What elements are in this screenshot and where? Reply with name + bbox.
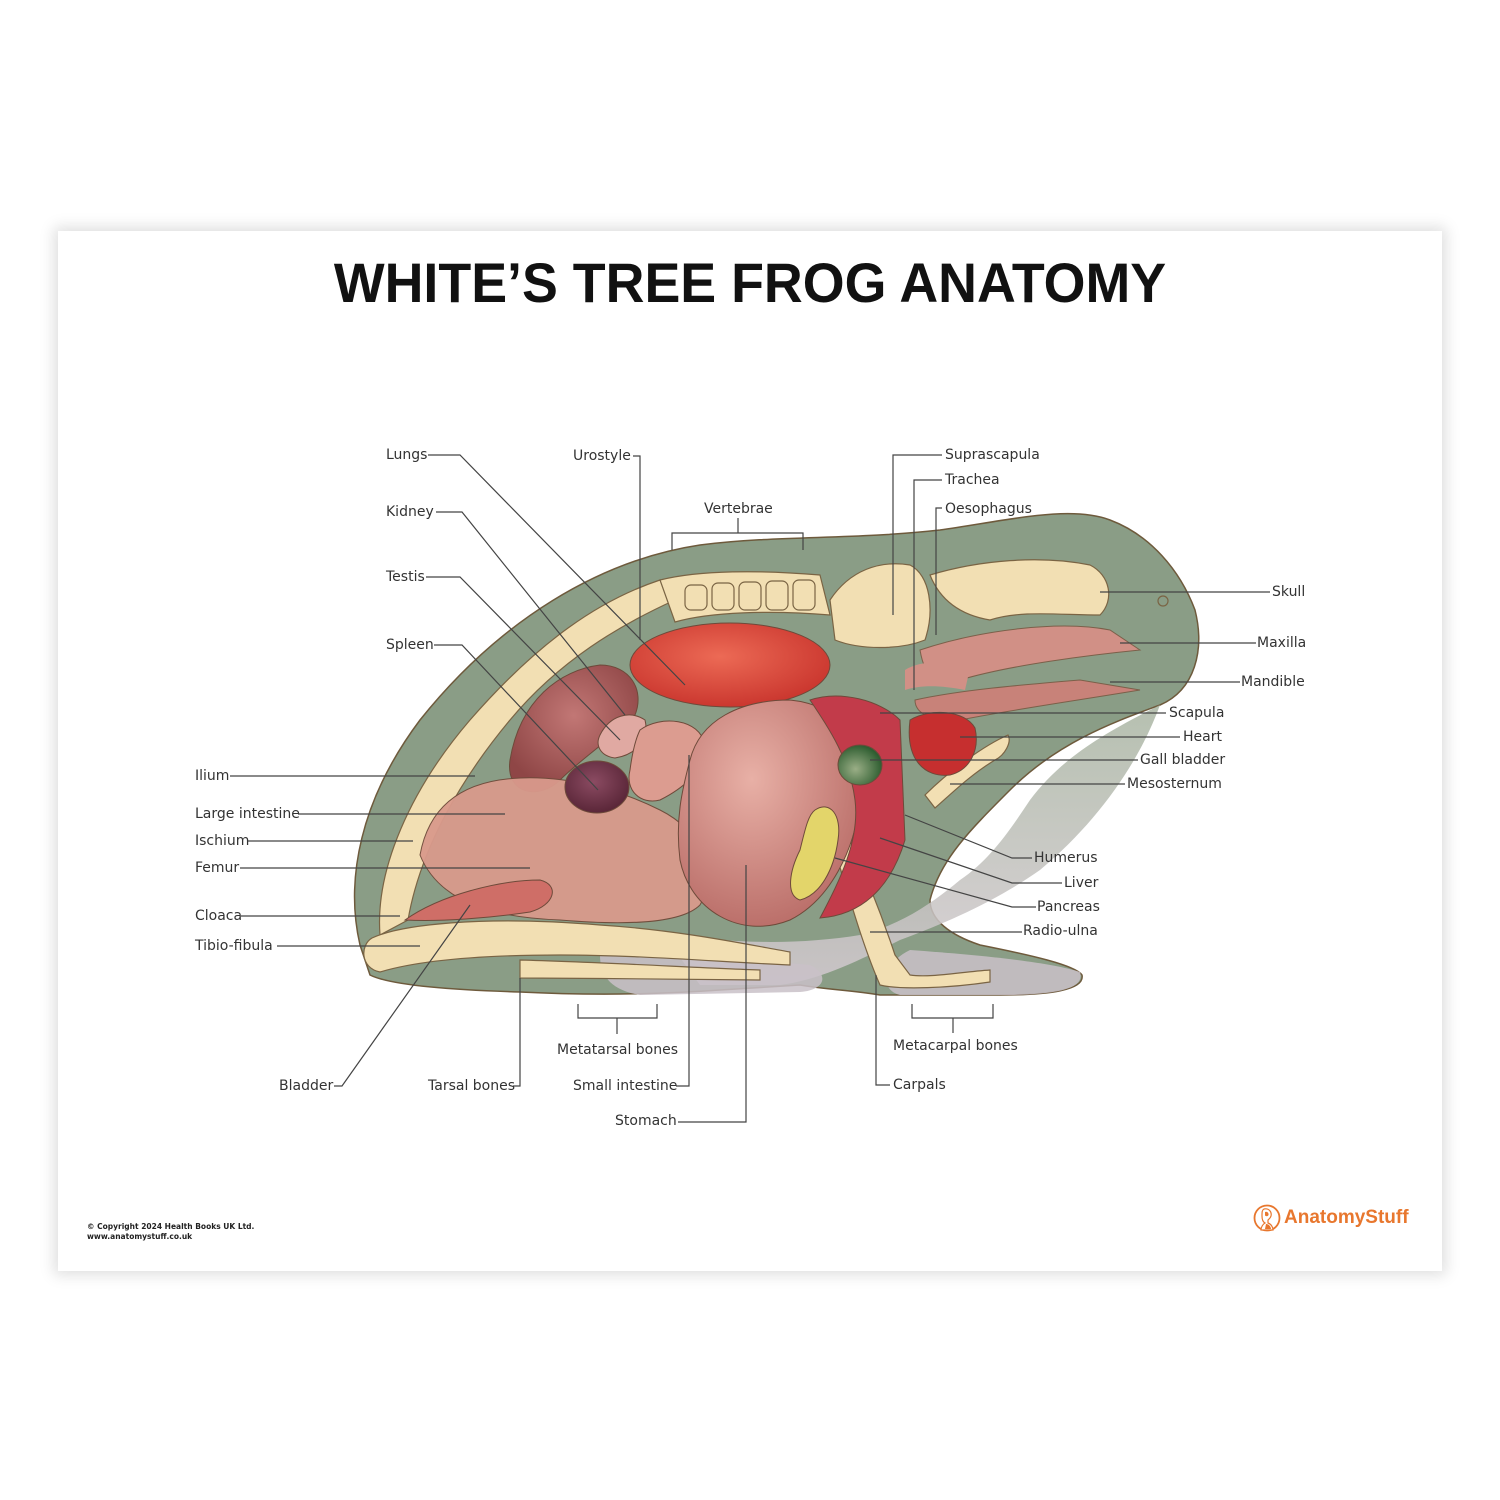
label-humerus: Humerus — [1034, 850, 1098, 866]
label-metatarsal-bones: Metatarsal bones — [557, 1042, 679, 1058]
label-radio-ulna: Radio-ulna — [1023, 923, 1098, 939]
leader-lines — [230, 454, 1270, 1123]
website-link[interactable]: www.anatomystuff.co.uk — [87, 1232, 193, 1241]
cloaca-shape — [403, 879, 553, 922]
pancreas-shape — [790, 806, 840, 901]
label-trachea: Trachea — [945, 472, 1000, 488]
label-small-intestine: Small intestine — [573, 1078, 678, 1094]
label-skull: Skull — [1272, 584, 1306, 600]
label-tarsal-bones: Tarsal bones — [428, 1078, 516, 1094]
gall-bladder — [837, 744, 883, 786]
brand-logo[interactable]: AnatomyStuff — [1253, 1203, 1409, 1233]
label-maxilla: Maxilla — [1257, 635, 1307, 651]
label-gall-bladder: Gall bladder — [1140, 752, 1226, 768]
label-ischium: Ischium — [195, 833, 250, 849]
vertebrae-bones — [684, 579, 816, 611]
poster-title: WHITE’S TREE FROG ANATOMY — [333, 251, 1167, 314]
label-kidney: Kidney — [386, 504, 434, 520]
label-spleen: Spleen — [386, 637, 434, 653]
label-mesosternum: Mesosternum — [1127, 776, 1222, 792]
label-cloaca: Cloaca — [195, 908, 243, 924]
brand-name: AnatomyStuff — [1284, 1207, 1409, 1228]
label-heart: Heart — [1183, 729, 1222, 745]
label-stomach: Stomach — [615, 1113, 677, 1129]
label-ilium: Ilium — [195, 768, 230, 784]
anatomy-head-icon — [1253, 1204, 1281, 1232]
copyright-text: © Copyright 2024 Health Books UK Ltd. — [87, 1222, 255, 1231]
spleen — [564, 760, 630, 814]
label-carpals: Carpals — [893, 1077, 946, 1093]
label-pancreas: Pancreas — [1037, 899, 1100, 915]
label-testis: Testis — [386, 569, 425, 585]
skeleton — [363, 559, 1169, 989]
jaw-structures — [905, 625, 1142, 721]
lung — [629, 622, 831, 708]
label-lungs: Lungs — [386, 447, 428, 463]
label-oesophagus: Oesophagus — [945, 501, 1032, 517]
label-urostyle: Urostyle — [573, 448, 631, 464]
label-vertebrae: Vertebrae — [704, 501, 773, 517]
label-metacarpal-bones: Metacarpal bones — [893, 1038, 1018, 1054]
label-scapula: Scapula — [1169, 705, 1225, 721]
label-femur: Femur — [195, 860, 240, 876]
label-tibio-fibula: Tibio-fibula — [195, 938, 273, 954]
label-bladder: Bladder — [279, 1078, 334, 1094]
label-mandible: Mandible — [1241, 674, 1305, 690]
label-large-intestine: Large intestine — [195, 806, 300, 822]
copyright-notice: © Copyright 2024 Health Books UK Ltd. ww… — [87, 1222, 254, 1242]
label-liver: Liver — [1064, 875, 1099, 891]
label-suprascapula: Suprascapula — [945, 447, 1040, 463]
